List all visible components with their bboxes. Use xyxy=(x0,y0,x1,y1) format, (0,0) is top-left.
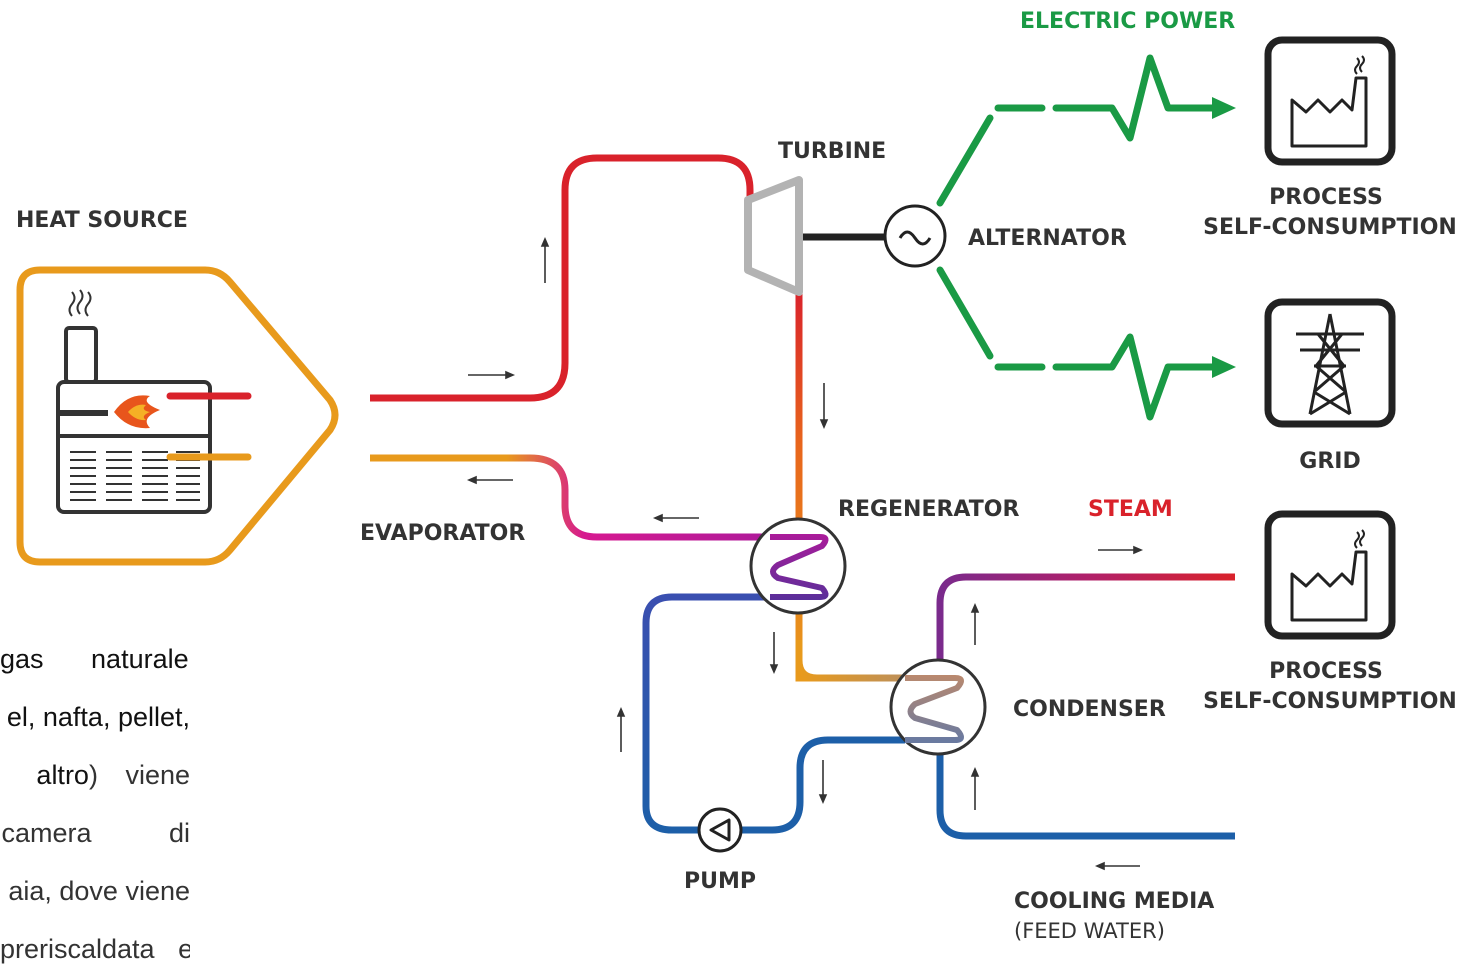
turbine-outlet-pipe xyxy=(795,290,900,682)
turbine-label: TURBINE xyxy=(778,139,886,164)
side-text-line-3: altro) viene xyxy=(0,746,190,804)
regenerator-label: REGENERATOR xyxy=(838,497,1019,522)
side-text-line-5: aia, dove viene xyxy=(8,876,190,906)
alternator-icon xyxy=(883,204,947,268)
steam-label: STEAM xyxy=(1088,497,1173,522)
orc-diagram: HEAT SOURCE xyxy=(16,9,1457,943)
arrow-up-icon xyxy=(616,706,626,752)
process-2-label-line2: SELF-CONSUMPTION xyxy=(1203,689,1457,714)
grid-label: GRID xyxy=(1299,449,1360,474)
arrow-left-icon xyxy=(652,513,699,523)
arrow-down-icon xyxy=(818,760,828,805)
arrow-left-icon xyxy=(1094,861,1140,871)
side-text-bold: altro xyxy=(36,760,89,790)
flow-arrows xyxy=(466,236,1144,871)
power-tower-icon xyxy=(1264,298,1396,428)
electric-power-label: ELECTRIC POWER xyxy=(1020,9,1235,34)
side-text-line-1: gas naturale, xyxy=(0,644,190,674)
arrow-down-icon xyxy=(769,632,779,675)
side-text-line-4: camera di xyxy=(1,818,190,848)
evaporator-label: EVAPORATOR xyxy=(360,521,525,546)
steam-pipe xyxy=(936,573,1235,670)
side-text-line-2: el, nafta, pellet, xyxy=(6,702,190,732)
alternator-label: ALTERNATOR xyxy=(968,226,1127,251)
pump-outlet-pipe xyxy=(742,736,905,834)
side-text-rest: ) viene xyxy=(88,760,190,790)
electric-line-lower xyxy=(936,266,1219,421)
process-2-label-line1: PROCESS xyxy=(1269,659,1383,684)
process-1-label-line2: SELF-CONSUMPTION xyxy=(1203,215,1457,240)
heat-source-enclosure xyxy=(16,266,339,566)
heat-exchanger-icon xyxy=(749,517,847,615)
electric-line-upper xyxy=(936,54,1219,207)
pump-icon xyxy=(697,807,743,853)
arrow-up-icon xyxy=(970,766,980,810)
flame-icon xyxy=(114,395,160,429)
electric-arrow-lower xyxy=(1212,356,1236,378)
factory-icon xyxy=(1264,510,1396,640)
side-text-line-6: preriscaldata e xyxy=(0,934,190,964)
turbine-icon xyxy=(744,176,803,296)
heat-exchanger-icon xyxy=(889,658,987,756)
arrow-right-icon xyxy=(1098,545,1144,555)
electric-arrow-upper xyxy=(1212,97,1236,119)
heat-source-label: HEAT SOURCE xyxy=(16,208,188,233)
evaporator-hot-pipe xyxy=(370,154,754,402)
pump-loop-pipe xyxy=(642,593,770,834)
process-1-label-line1: PROCESS xyxy=(1269,185,1383,210)
condenser-inlet-pipe xyxy=(795,640,905,682)
boiler-icon xyxy=(56,289,212,514)
side-paragraph: gas naturale, el, nafta, pellet, altro) … xyxy=(0,630,190,978)
arrow-up-icon xyxy=(970,602,980,645)
arrow-up-icon xyxy=(540,236,550,283)
arrow-right-icon xyxy=(468,370,516,380)
cooling-media-label-line2: (FEED WATER) xyxy=(1014,919,1165,943)
cooling-media-pipe xyxy=(936,745,1235,840)
arrow-down-icon xyxy=(819,383,829,430)
cooling-media-label-line1: COOLING MEDIA xyxy=(1014,889,1214,914)
pump-label: PUMP xyxy=(684,869,756,894)
arrow-left-icon xyxy=(466,475,513,485)
condenser-label: CONDENSER xyxy=(1013,697,1166,722)
evaporator-return-pipe xyxy=(370,454,770,541)
factory-icon xyxy=(1264,36,1396,166)
